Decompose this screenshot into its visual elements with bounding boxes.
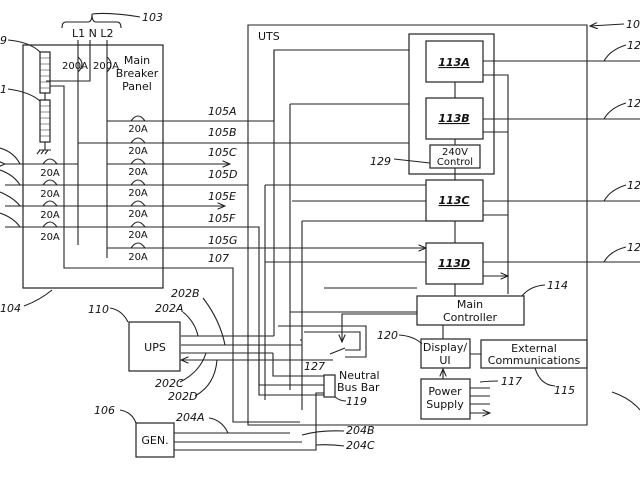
ref-106: 106	[94, 404, 115, 417]
panel-label-1: Main	[124, 54, 150, 67]
panel-label-2: Breaker	[116, 67, 159, 80]
circuit-labels: 105A 105B 105C 105D 105E 105F 105G 107	[208, 105, 238, 265]
ref-204b: 204B	[346, 424, 375, 437]
svg-text:20A: 20A	[128, 146, 148, 157]
ref-202d: 202D	[168, 390, 197, 403]
ref-204a: 204A	[176, 411, 205, 424]
output-labels: 12 12 12 12	[603, 39, 640, 263]
ref-204c: 204C	[346, 439, 375, 452]
transfer-switch-127	[278, 325, 367, 358]
breaker-label: 20A	[40, 189, 60, 200]
svg-text:20A: 20A	[128, 252, 148, 263]
svg-text:12: 12	[627, 39, 640, 52]
module-113d	[425, 242, 484, 285]
ref-104: 104	[0, 302, 21, 315]
ref-202a: 202A	[155, 302, 184, 315]
panel-label-3: Panel	[122, 80, 152, 93]
leader-111	[7, 88, 41, 102]
svg-text:Communications: Communications	[488, 354, 581, 367]
svg-text:20A: 20A	[128, 167, 148, 178]
uts-label: UTS	[258, 30, 280, 43]
generator-label: GEN.	[141, 434, 168, 447]
svg-text:Supply: Supply	[426, 398, 464, 411]
module-113b-label: 113B	[438, 112, 469, 125]
ref-115: 115	[554, 384, 575, 397]
svg-text:105C: 105C	[208, 146, 237, 159]
svg-text:20A: 20A	[128, 209, 148, 220]
main-controller-label-1: Main	[457, 298, 483, 311]
ref-202b: 202B	[171, 287, 200, 300]
brace	[61, 13, 122, 29]
svg-text:20A: 20A	[128, 188, 148, 199]
generator-lines	[174, 392, 324, 451]
breaker-label: 20A	[40, 232, 60, 243]
svg-text:12: 12	[627, 97, 640, 110]
ref-114: 114	[547, 279, 568, 292]
module-113a-label: 113A	[438, 56, 469, 69]
ref-202c: 202C	[155, 377, 184, 390]
module-113c	[425, 179, 484, 222]
main-breaker-l2-label: 200A	[93, 61, 119, 72]
edge-leader	[611, 391, 640, 411]
svg-text:105F: 105F	[208, 212, 236, 225]
leader-109	[7, 39, 41, 53]
ref-103: 103	[142, 11, 163, 24]
left-breakers: 20A 20A 20A 20A	[0, 147, 107, 243]
neutral-line-107	[50, 85, 300, 423]
ref-100: 10	[626, 18, 640, 31]
svg-text:107: 107	[208, 252, 229, 265]
ref-120: 120	[377, 329, 398, 342]
external-communications	[480, 339, 588, 369]
main-breaker-l2	[106, 56, 112, 73]
neutral-bus-bar	[323, 374, 336, 398]
svg-text:105B: 105B	[208, 126, 237, 139]
main-breaker-l1-label: 200A	[62, 61, 88, 72]
ref-111: 1	[0, 83, 7, 96]
breaker-label: 20A	[40, 168, 60, 179]
breaker-label: 20A	[40, 210, 60, 221]
output-lines	[483, 60, 640, 263]
svg-text:Display/: Display/	[423, 341, 468, 354]
svg-text:105D: 105D	[208, 168, 237, 181]
ground-icon	[36, 93, 51, 155]
ups-box	[128, 321, 181, 372]
svg-text:External: External	[511, 342, 557, 355]
ref-119: 119	[346, 395, 367, 408]
ref-127: 127	[304, 360, 325, 373]
svg-text:105A: 105A	[208, 105, 237, 118]
main-controller	[416, 295, 525, 326]
right-breakers: 20A 20A 20A 20A 20A 20A 20A	[78, 50, 426, 396]
svg-text:12: 12	[627, 241, 640, 254]
svg-text:105E: 105E	[208, 190, 236, 203]
generator-box	[135, 422, 175, 458]
leader-103	[91, 12, 141, 18]
svg-text:20A: 20A	[128, 230, 148, 241]
svg-text:Bus Bar: Bus Bar	[337, 381, 380, 394]
control-label-1: 240V	[442, 147, 468, 158]
control-label-2: Control	[437, 157, 473, 168]
lines-in-label: L1 N L2	[72, 27, 113, 40]
svg-text:Power: Power	[428, 385, 462, 398]
module-113b	[425, 97, 484, 140]
module-113c-label: 113C	[438, 194, 469, 207]
svg-text:12: 12	[627, 179, 640, 192]
ref-129: 129	[370, 155, 391, 168]
svg-text:20A: 20A	[128, 124, 148, 135]
svg-text:Neutral: Neutral	[339, 369, 380, 382]
ups-label: UPS	[144, 341, 166, 354]
module-113d-label: 113D	[438, 257, 470, 270]
ref-117: 117	[501, 375, 522, 388]
main-controller-label-2: Controller	[443, 311, 498, 324]
svg-text:105G: 105G	[208, 234, 238, 247]
svg-text:UI: UI	[439, 354, 450, 367]
main-breaker-l1	[77, 56, 83, 73]
leader-104	[23, 289, 53, 307]
ref-110: 110	[88, 303, 109, 316]
power-supply	[420, 378, 471, 420]
ref-109: 9	[0, 34, 7, 47]
uts-box	[247, 24, 588, 426]
internal-wiring	[264, 103, 426, 410]
